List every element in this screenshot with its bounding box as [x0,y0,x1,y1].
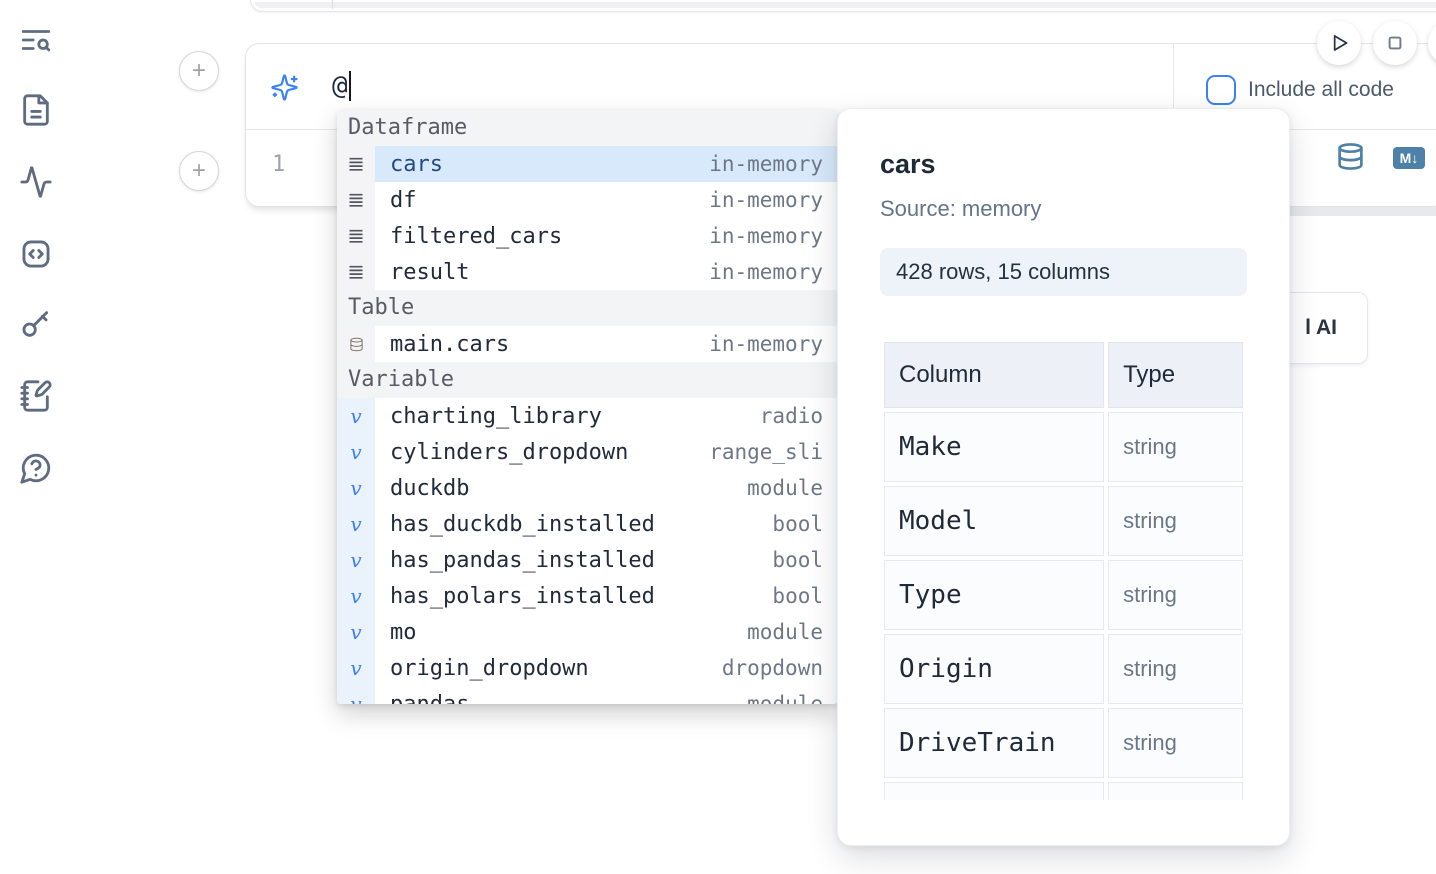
activity-icon [19,165,53,199]
key-icon [19,307,53,341]
section-header-dataframe: Dataframe [337,110,837,146]
schema-header-type: Type [1108,342,1243,408]
ai-prompt-row: @ Include all code [246,44,1436,129]
previous-cell [250,0,1436,12]
stop-button[interactable] [1373,21,1417,65]
add-cell-button[interactable]: + [179,51,219,91]
sidebar-item-logs[interactable] [16,162,56,202]
sidebar-item-secrets[interactable] [16,304,56,344]
file-text-icon [19,93,53,127]
variable-icon: v [337,434,375,470]
table-row: Make string [884,412,1243,482]
sparkles-icon [270,73,299,102]
stop-icon [1382,30,1408,56]
rows-icon [337,254,375,290]
table-row: Model string [884,486,1243,556]
variable-icon: v [337,686,375,704]
prompt-value: @ [332,71,348,101]
sidebar-item-outline[interactable] [16,20,56,60]
schema-table: Column Type Make string Model string Typ… [880,338,1247,800]
variable-icon: v [337,506,375,542]
variable-icon: v [337,614,375,650]
preview-shape-badge: 428 rows, 15 columns [880,248,1247,296]
notebook-pen-icon [19,379,53,413]
list-search-icon [19,23,53,57]
variable-icon: v [337,470,375,506]
rows-icon [337,218,375,254]
table-row: DriveTrain string [884,708,1243,778]
table-row: Type string [884,560,1243,630]
prompt-divider [1173,44,1174,129]
variable-icon: v [337,542,375,578]
section-header-variable: Variable [337,362,837,398]
text-cursor [348,71,351,101]
variable-icon: v [337,650,375,686]
table-row-clipped [884,782,1243,800]
table-row: Origin string [884,634,1243,704]
help-chat-icon [19,451,53,485]
dataframe-preview-tooltip: cars Source: memory 428 rows, 15 columns… [837,108,1290,846]
play-icon [1326,30,1352,56]
line-number: 1 [272,152,286,177]
variable-icon: v [337,578,375,614]
section-header-table: Table [337,290,837,326]
preview-title: cars [880,149,936,179]
markdown-language-icon[interactable]: M↓ [1393,147,1425,169]
sidebar-item-help[interactable] [16,448,56,488]
rows-icon [337,146,375,182]
database-icon [337,326,375,362]
ai-prompt-input[interactable]: @ [332,71,351,101]
sidebar-item-scratchpad[interactable] [16,376,56,416]
sql-language-icon[interactable] [1336,140,1365,173]
add-cell-button[interactable]: + [179,151,219,191]
code-square-icon [19,237,53,271]
schema-table-wrapper: Column Type Make string Model string Typ… [880,338,1247,800]
cell-footer-band [1240,207,1436,216]
sidebar-item-documentation[interactable] [16,90,56,130]
previous-cell-divider [332,0,333,9]
more-actions-button[interactable] [1428,21,1436,65]
run-cell-button[interactable] [1317,21,1361,65]
include-all-code-label: Include all code [1248,78,1394,101]
include-all-code-checkbox[interactable] [1206,75,1236,105]
variable-icon: v [337,398,375,434]
schema-header-column: Column [884,342,1105,408]
preview-source: Source: memory [880,196,1042,221]
previous-cell-footer [255,2,1436,8]
rows-icon [337,182,375,218]
sidebar-item-snippets[interactable] [16,234,56,274]
